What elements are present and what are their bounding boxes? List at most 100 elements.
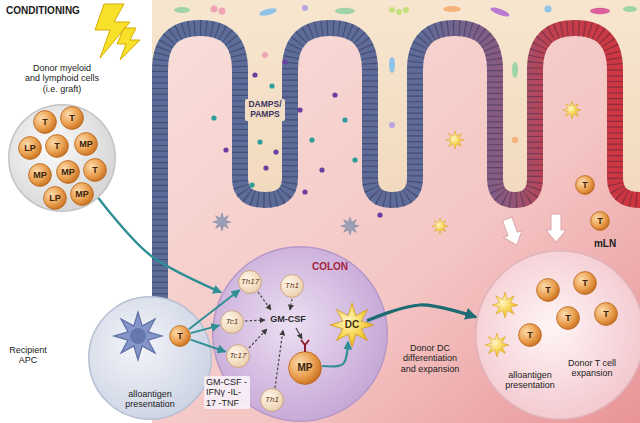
cell-fill xyxy=(591,212,610,231)
cell-label: MP xyxy=(79,139,93,149)
dendritic-cell xyxy=(492,292,518,318)
cell-sphere: T xyxy=(594,302,618,326)
dot xyxy=(377,212,382,217)
block-arrow xyxy=(546,214,566,242)
dot xyxy=(223,147,228,152)
bacterium xyxy=(403,7,409,13)
text-slot: LP xyxy=(43,186,67,210)
region-circle: mLNalloantigen presentationDonor T cell … xyxy=(470,236,640,423)
cell-sphere: MP xyxy=(74,132,98,156)
text-slot: T xyxy=(575,175,595,195)
cell-label: MP xyxy=(75,189,89,199)
cytokine-list: GM-CSF -IFNγ -IL-17 -TNF xyxy=(204,376,250,409)
text-slot: alloantigen presentation xyxy=(121,389,179,410)
cell-label: MP xyxy=(298,362,313,374)
text-slot: LP xyxy=(18,136,42,160)
receptor xyxy=(301,340,309,352)
bacterium xyxy=(389,122,395,128)
dot xyxy=(269,83,274,88)
text-slot: T xyxy=(518,323,542,347)
cell-sphere: T xyxy=(60,106,84,130)
label-slot: CONDITIONING xyxy=(6,5,80,17)
cell-sphere: T xyxy=(169,325,191,347)
text-slot: T xyxy=(556,306,580,330)
recipient-apc xyxy=(114,312,162,360)
text-slot: MP xyxy=(56,160,80,184)
cell-sphere: T xyxy=(45,134,69,158)
dot xyxy=(297,107,302,112)
text-slot: alloantigen presentation xyxy=(501,370,559,391)
bacterium xyxy=(174,7,190,13)
text-slot: Th17 xyxy=(238,270,262,294)
cell-label: T xyxy=(565,313,571,323)
cell-fill xyxy=(221,311,244,334)
dot xyxy=(249,182,254,187)
cell-label: T xyxy=(603,309,609,319)
text-slot: Th1 xyxy=(280,274,304,298)
migration-arrows xyxy=(498,214,566,249)
cytokine-arrow xyxy=(296,328,302,339)
arrow-connector xyxy=(323,342,348,366)
text-slot: MP xyxy=(74,132,98,156)
cell-fill xyxy=(519,324,542,347)
arrow-connector xyxy=(368,305,475,320)
cell-fill xyxy=(19,137,42,160)
text-slot: T xyxy=(169,325,191,347)
cell-sphere: T xyxy=(33,110,57,134)
cell-sphere: T xyxy=(573,271,597,295)
cell-sphere: T xyxy=(590,211,610,231)
cell-fill xyxy=(330,303,374,347)
apc-body xyxy=(114,312,162,360)
cell-label: T xyxy=(69,113,75,123)
text-slot: MP xyxy=(288,351,322,385)
dot xyxy=(342,117,347,122)
damps-label: DAMPS/ PAMPS xyxy=(245,99,285,121)
cell-fill xyxy=(44,187,67,210)
text-slot: T xyxy=(83,158,107,182)
cell-sphere: Tc17 xyxy=(226,344,250,368)
cell-sphere: T xyxy=(536,278,560,302)
cell-label: T xyxy=(527,330,533,340)
bacterium xyxy=(211,6,218,13)
cell-sphere: T xyxy=(83,158,107,182)
dot xyxy=(302,189,307,194)
node-text: Recipient APC xyxy=(4,345,52,366)
cell-fill xyxy=(239,271,262,294)
stellate-cell xyxy=(213,213,231,231)
dendritic-cell xyxy=(563,101,581,119)
cell-label: MP xyxy=(33,170,47,180)
label-slot: Donor DC differentiation and expansion xyxy=(397,343,463,374)
cell-fill xyxy=(227,345,250,368)
cell-sphere: Th17 xyxy=(238,270,262,294)
node-text: GM-CSF xyxy=(263,314,313,324)
bacterium xyxy=(219,8,226,15)
dot xyxy=(352,157,357,162)
bacterium xyxy=(335,8,355,14)
cell-label: DC xyxy=(345,319,359,331)
dendritic-cell xyxy=(485,333,509,357)
region-circle: Recipient APC alloantigen presentation T xyxy=(2,292,216,422)
cell-sphere: Th1 xyxy=(260,388,284,412)
dot xyxy=(273,149,278,154)
text-slot: T xyxy=(45,134,69,158)
bacterium xyxy=(590,8,610,14)
arrow-connector xyxy=(190,291,239,329)
dendritic-cell xyxy=(432,218,448,234)
bacterium xyxy=(389,57,395,73)
cell-label: T xyxy=(545,285,551,295)
bacterium xyxy=(512,62,518,78)
text-slot: Recipient APC xyxy=(4,345,52,366)
cell-fill xyxy=(574,272,597,295)
cell-label: Tc1 xyxy=(226,317,239,326)
bacterium xyxy=(512,137,518,143)
text-slot: COLON xyxy=(305,261,355,273)
label-slot: GM-CSF -IFNγ -IL-17 -TNF xyxy=(204,376,250,409)
dot xyxy=(252,72,257,77)
bacterium xyxy=(389,7,395,13)
cell-fill xyxy=(261,389,284,412)
text-slot: DC xyxy=(330,303,374,347)
node-text: Donor myeloid and lymphoid cells (i.e. g… xyxy=(25,63,100,94)
cell-sphere: Th1 xyxy=(280,274,304,298)
dot xyxy=(332,92,337,97)
